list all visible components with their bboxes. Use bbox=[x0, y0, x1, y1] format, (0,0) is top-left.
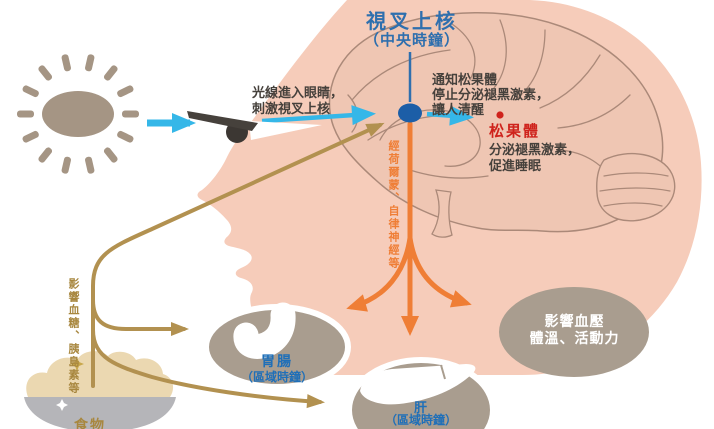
food-label: 食物 bbox=[74, 418, 106, 429]
wake-signal-label-line2: 停止分泌褪黑激素， bbox=[432, 88, 550, 103]
brain-icon bbox=[328, 12, 676, 238]
pineal-dot bbox=[496, 111, 504, 119]
light-entry-label-line2: 刺激視叉上核 bbox=[252, 102, 331, 117]
gold-arrow-liver bbox=[91, 328, 325, 409]
liver-label: 肝 bbox=[413, 401, 428, 416]
light-entry-label-line1: 光線進入眼睛， bbox=[252, 86, 344, 101]
food-feedback-line bbox=[91, 122, 385, 388]
eye-icon bbox=[187, 111, 322, 143]
pineal-label: 松果體 bbox=[489, 122, 541, 140]
scn-dot bbox=[398, 103, 422, 123]
pineal-arrow bbox=[426, 105, 474, 126]
rice-bowl-icon bbox=[24, 351, 176, 429]
orange-arrow-stomach bbox=[346, 235, 413, 312]
stomach-icon bbox=[233, 302, 296, 359]
wake-signal-label-line1: 通知松果體 bbox=[432, 73, 498, 88]
pineal-secretion-label-line1: 分泌褪黑激素， bbox=[489, 143, 581, 158]
wake-signal-label-line3: 讓人清醒 bbox=[432, 103, 485, 118]
gold-arrow-stomach bbox=[91, 298, 189, 336]
hormonal-pathway-label: 經荷爾蒙、自律神經等 bbox=[387, 140, 400, 270]
orange-arrow-effects bbox=[407, 235, 472, 308]
sun-icon bbox=[17, 54, 139, 174]
liver-clock-label: （區域時鐘） bbox=[384, 413, 457, 427]
effects-label-line2: 體溫、活動力 bbox=[529, 331, 620, 347]
scn-subtitle: （中央時鐘） bbox=[363, 31, 460, 49]
liver-icon bbox=[360, 364, 476, 405]
stomach-clock-label: （區域時鐘） bbox=[240, 370, 313, 384]
stomach-label: 胃腸 bbox=[261, 354, 293, 370]
effects-label-line1: 影響血壓 bbox=[544, 314, 605, 330]
scn-title: 視叉上核 bbox=[366, 9, 458, 33]
retina-arrow bbox=[261, 105, 376, 126]
effects-circle bbox=[499, 287, 649, 377]
metabolic-pathway-label: 影響血糖、胰島素等 bbox=[67, 278, 80, 395]
pineal-secretion-label-line2: 促進睡眠 bbox=[489, 159, 542, 174]
